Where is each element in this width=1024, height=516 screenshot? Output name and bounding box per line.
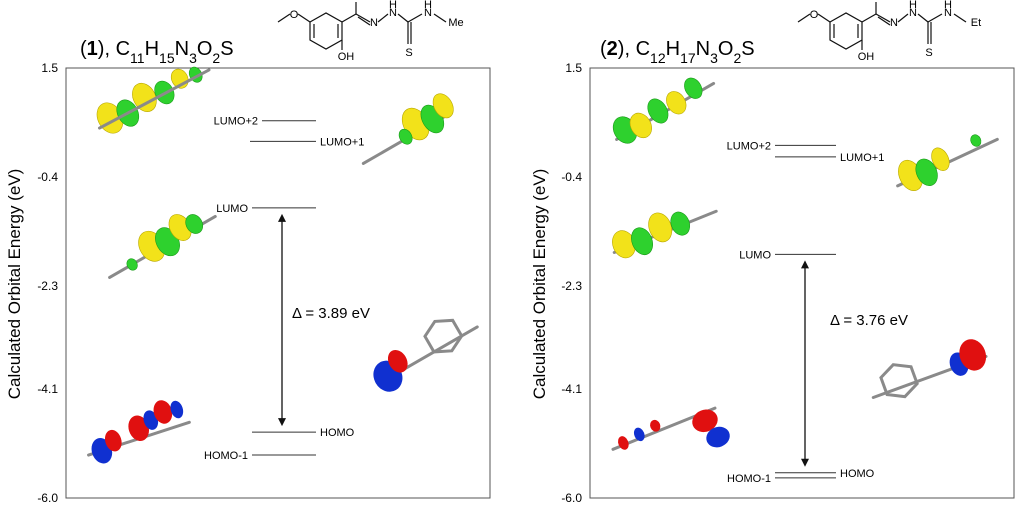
orbital-image-lumo-plus-2 bbox=[96, 66, 211, 134]
formula-part: C bbox=[636, 38, 650, 60]
orbital-image-homo-p2 bbox=[871, 339, 988, 399]
panel-1-formula: C11H15N3O2S bbox=[116, 38, 234, 66]
orbital-level-label: LUMO+2 bbox=[214, 116, 258, 128]
gap-arrow-head-bottom bbox=[278, 418, 286, 427]
gap-arrow-head-top bbox=[278, 213, 286, 222]
orbital-image-lumo-plus-2-p2 bbox=[612, 77, 716, 144]
plot-frame-1 bbox=[65, 67, 491, 499]
y-axis-label-2: Calculated Orbital Energy (eV) bbox=[530, 169, 549, 400]
panel-2-title: (2), C12H17N3O2S bbox=[600, 38, 755, 66]
y-ticks-2: 1.5 -0.4 -2.3 -4.1 -6.0 bbox=[561, 61, 582, 505]
plot-frame-2 bbox=[589, 67, 1015, 499]
gap-arrow-2 bbox=[801, 260, 809, 467]
orbital-level-label: HOMO bbox=[840, 468, 875, 480]
formula-part: O bbox=[718, 38, 734, 60]
y-tick-label: 1.5 bbox=[41, 61, 58, 75]
panel-1-title: (1), C11H15N3O2S bbox=[80, 38, 234, 66]
orbital-image-homo-minus-1 bbox=[87, 400, 191, 464]
orbital-image-homo bbox=[373, 318, 479, 392]
amine-h-2: H bbox=[944, 0, 952, 11]
panel-2-number: 2 bbox=[607, 38, 618, 60]
y-tick-label: -6.0 bbox=[561, 491, 582, 505]
imine-n-1: N bbox=[370, 17, 378, 29]
orbital-level-label: LUMO+1 bbox=[840, 152, 884, 164]
y-axis-label-1: Calculated Orbital Energy (eV) bbox=[5, 169, 24, 400]
orbital-level-label: HOMO-1 bbox=[727, 473, 771, 485]
hydrazide-n-2: N bbox=[909, 7, 917, 19]
formula-part: C bbox=[116, 38, 130, 60]
substituent-2: Et bbox=[971, 17, 981, 29]
formula-part: 15 bbox=[159, 50, 175, 66]
orbital-level-label: HOMO bbox=[320, 427, 355, 439]
formula-part: 17 bbox=[680, 50, 696, 66]
hydrazide-h-2: H bbox=[909, 0, 917, 11]
methoxy-o-2: O bbox=[810, 9, 819, 21]
hydrazide-n-1: N bbox=[389, 7, 397, 19]
panel-1: (1), C11H15N3O2S Calculated Orbital Ener… bbox=[5, 0, 491, 505]
orbital-image-lumo-p2 bbox=[612, 209, 718, 259]
orbital-image-lumo bbox=[108, 214, 217, 279]
gap-label-1: Δ = 3.89 eV bbox=[292, 305, 370, 322]
formula-part: N bbox=[696, 38, 710, 60]
amine-n-2: N bbox=[944, 7, 952, 19]
gap-arrow-1 bbox=[278, 213, 286, 427]
y-tick-label: -4.1 bbox=[37, 382, 58, 396]
substituent-1: Me bbox=[448, 17, 463, 29]
gap-arrow-head-bottom bbox=[801, 458, 809, 467]
hydroxyl-1: OH bbox=[338, 51, 355, 63]
formula-part: N bbox=[175, 38, 189, 60]
formula-part: O bbox=[197, 38, 213, 60]
orbital-level-label: LUMO+1 bbox=[320, 136, 364, 148]
thione-s-1: S bbox=[405, 47, 412, 59]
amine-n-1: N bbox=[424, 7, 432, 19]
orbital-level-label: LUMO bbox=[216, 203, 248, 215]
thione-s-2: S bbox=[925, 47, 932, 59]
y-tick-label: -4.1 bbox=[561, 382, 582, 396]
formula-part: 11 bbox=[130, 50, 145, 66]
orbital-image-lumo-plus-1 bbox=[361, 93, 454, 165]
y-tick-label: 1.5 bbox=[565, 61, 582, 75]
hydroxyl-2: OH bbox=[858, 51, 875, 63]
y-tick-label: -6.0 bbox=[37, 491, 58, 505]
panel-2: (2), C12H17N3O2S Calculated Orbital Ener… bbox=[530, 0, 1015, 505]
hydrazide-h-1: H bbox=[389, 0, 397, 11]
orbital-image-lumo-plus-1-p2 bbox=[896, 134, 999, 191]
y-tick-label: -2.3 bbox=[561, 279, 582, 293]
y-tick-label: -0.4 bbox=[37, 170, 58, 184]
formula-part: S bbox=[741, 38, 754, 60]
formula-part: H bbox=[666, 38, 680, 60]
orbital-level-label: LUMO bbox=[739, 249, 771, 261]
gap-arrow-head-top bbox=[801, 260, 809, 269]
orbital-image-homo-minus-1-p2 bbox=[611, 406, 730, 451]
gap-label-2: Δ = 3.76 eV bbox=[830, 312, 908, 329]
formula-part: 12 bbox=[650, 50, 666, 66]
panel-2-formula: C12H17N3O2S bbox=[636, 38, 755, 66]
y-tick-label: -0.4 bbox=[561, 170, 582, 184]
orbital-level-label: HOMO-1 bbox=[204, 450, 248, 462]
formula-part: 3 bbox=[710, 50, 718, 66]
methoxy-o-1: O bbox=[290, 9, 299, 21]
molecule-structure-2: O N N H N H Et OH S bbox=[797, 0, 981, 63]
panel-1-number: 1 bbox=[87, 38, 98, 60]
imine-n-2: N bbox=[890, 17, 898, 29]
amine-h-1: H bbox=[424, 0, 432, 11]
formula-part: H bbox=[145, 38, 159, 60]
formula-part: 2 bbox=[212, 50, 220, 66]
formula-part: 3 bbox=[189, 50, 197, 66]
molecule-structure-1: O N N H N H Me OH S bbox=[277, 0, 464, 63]
y-ticks-1: 1.5 -0.4 -2.3 -4.1 -6.0 bbox=[37, 61, 58, 505]
y-tick-label: -2.3 bbox=[37, 279, 58, 293]
formula-part: S bbox=[220, 38, 233, 60]
orbital-level-label: LUMO+2 bbox=[727, 140, 771, 152]
formula-part: 2 bbox=[733, 50, 741, 66]
